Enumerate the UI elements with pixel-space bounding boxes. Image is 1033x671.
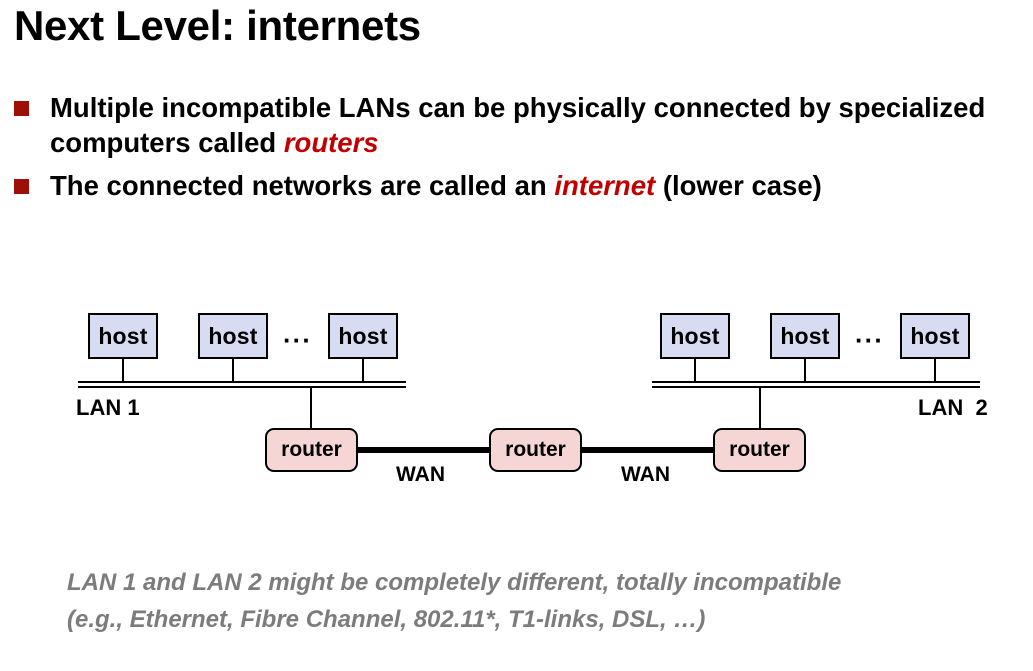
- wan-link-1: [350, 447, 500, 453]
- wan-link-2: [578, 447, 728, 453]
- host-drop-line-lan1-1: [122, 359, 124, 383]
- host-drop-line-lan1-3: [362, 359, 364, 383]
- bullet-list: Multiple incompatible LANs can be physic…: [14, 90, 1014, 212]
- bullet-2-emphasis: internet: [554, 170, 656, 202]
- bullet-1-pre: Multiple incompatible LANs can be physic…: [50, 92, 986, 159]
- lan-bus-1: [78, 381, 406, 388]
- bullet-1-emphasis: routers: [283, 127, 379, 159]
- square-bullet-icon: [14, 101, 29, 116]
- router-uplink-lan1: [310, 386, 312, 428]
- list-item: The connected networks are called an int…: [14, 168, 1014, 203]
- router-box-right: router: [713, 428, 806, 472]
- ellipsis-lan1: ···: [283, 325, 312, 355]
- list-item: Multiple incompatible LANs can be physic…: [14, 90, 1014, 160]
- router-uplink-lan2: [759, 386, 761, 428]
- host-box-lan1-1: host: [88, 313, 158, 359]
- lan-bus-2: [652, 381, 980, 388]
- host-drop-line-lan2-3: [934, 359, 936, 383]
- bullet-2-post: (lower case): [655, 170, 822, 202]
- bullet-text-2: The connected networks are called an int…: [50, 168, 822, 203]
- caption-line-2: (e.g., Ethernet, Fibre Channel, 802.11*,…: [67, 606, 706, 634]
- host-drop-line-lan2-2: [804, 359, 806, 383]
- lan-label-2: LAN 2: [918, 395, 988, 420]
- square-bullet-icon: [14, 179, 29, 195]
- bullet-2-pre: The connected networks are called an: [50, 170, 555, 202]
- lan-label-1: LAN 1: [76, 395, 140, 420]
- wan-label-1: WAN: [396, 463, 445, 486]
- caption-line-1: LAN 1 and LAN 2 might be completely diff…: [67, 569, 842, 596]
- caption-block: LAN 1 and LAN 2 might be completely diff…: [67, 564, 1007, 638]
- page-title: Next Level: internets: [14, 2, 421, 49]
- bullet-text-1: Multiple incompatible LANs can be physic…: [50, 90, 995, 160]
- router-box-left: router: [265, 428, 358, 472]
- host-box-lan2-1: host: [660, 313, 730, 359]
- host-box-lan1-3: host: [328, 313, 398, 359]
- ellipsis-lan2: ···: [855, 325, 884, 355]
- host-drop-line-lan1-2: [232, 359, 234, 383]
- host-drop-line-lan2-1: [694, 359, 696, 383]
- network-diagram: host host ··· host LAN 1 host host ··· h…: [0, 255, 1033, 545]
- router-box-middle: router: [489, 428, 582, 472]
- host-box-lan1-2: host: [198, 313, 268, 359]
- host-box-lan2-2: host: [770, 313, 840, 359]
- wan-label-2: WAN: [621, 463, 670, 486]
- host-box-lan2-3: host: [900, 313, 970, 359]
